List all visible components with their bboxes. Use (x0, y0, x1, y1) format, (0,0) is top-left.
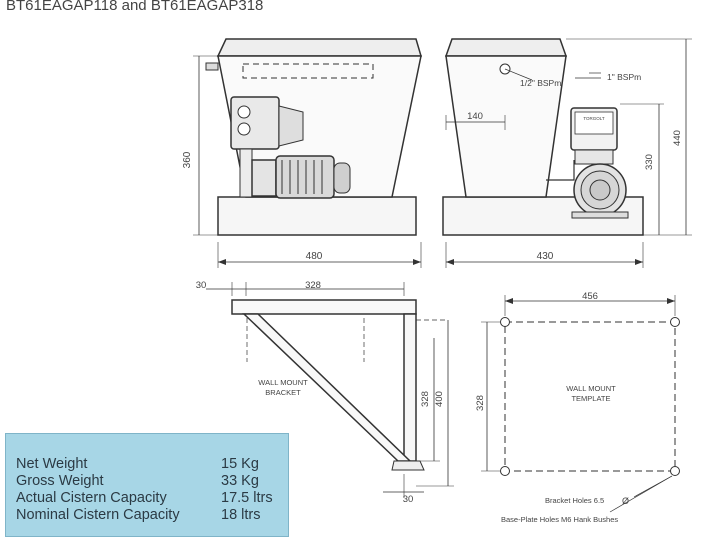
wall-template (481, 295, 680, 513)
template-hole-tl (500, 317, 510, 327)
bracket-vertical-leg (403, 313, 417, 462)
spec-label: Actual Cistern Capacity (16, 490, 167, 506)
template-outline (504, 321, 676, 472)
side-total-height-label: 440 (672, 130, 683, 146)
spec-value: 15 Kg (221, 456, 259, 472)
front-controller-gauge-2 (237, 122, 251, 136)
template-hole-tr (670, 317, 680, 327)
bracket-arm-label: 328 (305, 280, 321, 291)
front-overflow-pipe (205, 62, 219, 71)
wall-bracket (206, 282, 454, 498)
side-controller-body (574, 149, 614, 165)
bracket-name-line1: WALL MOUNT (258, 378, 308, 387)
front-view (193, 38, 423, 268)
spec-label: Gross Weight (16, 473, 104, 489)
specs-table: Net Weight 15 Kg Gross Weight 33 Kg Actu… (5, 433, 289, 537)
template-name-line1: WALL MOUNT (566, 384, 616, 393)
front-pressure-controller (230, 96, 280, 150)
front-motor-fan-cover (333, 162, 351, 194)
side-pump-height-label: 330 (644, 154, 655, 170)
bracket-inner-height-label: 328 (420, 391, 431, 407)
template-bracket-holes: Bracket Holes 6.5 (545, 496, 604, 505)
front-vertical-pipe (239, 148, 253, 198)
side-width-label: 430 (537, 251, 554, 262)
spec-value: 17.5 ltrs (221, 490, 273, 506)
side-controller-panel (574, 111, 614, 135)
bracket-outer-height-label: 400 (434, 391, 445, 407)
front-motor (275, 155, 335, 199)
spec-value: 33 Kg (221, 473, 259, 489)
side-one-inch-label: 1" BSPm (607, 72, 641, 82)
front-overflow-window (242, 63, 374, 79)
front-cistern-lid (216, 38, 423, 57)
bracket-name-line2: BRACKET (265, 388, 301, 397)
side-pipe (546, 160, 575, 181)
template-hole-bl (500, 466, 510, 476)
template-diameter-symbol: Ø (622, 496, 629, 506)
side-cistern-body (445, 55, 567, 198)
spec-value: 18 ltrs (221, 507, 261, 523)
template-hole-br (670, 466, 680, 476)
bracket-top-arm (231, 299, 417, 315)
side-cistern-lid (444, 38, 568, 57)
front-pump-head (251, 159, 277, 197)
front-width-label: 480 (306, 251, 323, 262)
spec-label: Net Weight (16, 456, 88, 472)
side-half-inch-label: 1/2" BSPm (520, 78, 561, 88)
spec-label: Nominal Cistern Capacity (16, 507, 180, 523)
side-pump-foot (571, 211, 629, 219)
bracket-offset-label: 30 (196, 280, 207, 291)
bracket-foot (391, 460, 425, 471)
bracket-foot-label: 30 (403, 494, 414, 505)
template-base-plate-holes: Base-Plate Holes M6 Hank Bushes (501, 515, 618, 524)
side-controller-brand: TORGOLT (583, 116, 605, 121)
side-depth-label: 140 (467, 111, 483, 122)
template-height-label: 328 (475, 395, 486, 411)
front-base-plate (217, 196, 417, 236)
template-width-label: 456 (582, 291, 598, 302)
side-view: TORGOLT (442, 38, 692, 268)
front-controller-cover (278, 105, 304, 147)
diagram-title: BT61EAGAP118 and BT61EAGAP318 (6, 0, 264, 14)
template-name-line2: TEMPLATE (571, 394, 610, 403)
front-height-label: 360 (182, 151, 193, 168)
front-controller-gauge (237, 105, 251, 119)
